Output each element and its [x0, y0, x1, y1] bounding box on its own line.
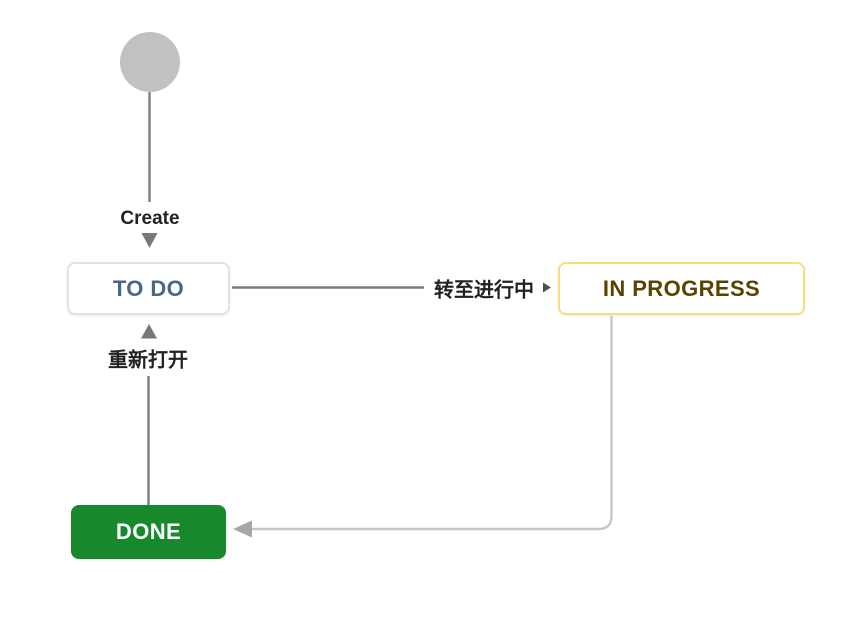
- edge-to-done: [252, 316, 613, 531]
- arrow-down-icon: [141, 233, 158, 248]
- arrow-up-icon: [141, 324, 157, 339]
- workflow-start-node[interactable]: [120, 32, 180, 92]
- status-todo[interactable]: TO DO: [67, 262, 230, 315]
- arrow-right-icon: [543, 282, 551, 293]
- transition-label-create[interactable]: Create: [117, 208, 183, 230]
- status-in-progress-label: IN PROGRESS: [602, 275, 761, 301]
- status-in-progress[interactable]: IN PROGRESS: [558, 262, 805, 315]
- status-done[interactable]: DONE: [71, 505, 226, 559]
- transition-label-reopen[interactable]: 重新打开: [105, 343, 191, 373]
- status-done-label: DONE: [115, 519, 182, 544]
- status-todo-label: TO DO: [112, 275, 185, 301]
- transition-label-to-inprogress[interactable]: 转至进行中: [431, 273, 537, 303]
- arrow-left-icon: [233, 520, 252, 538]
